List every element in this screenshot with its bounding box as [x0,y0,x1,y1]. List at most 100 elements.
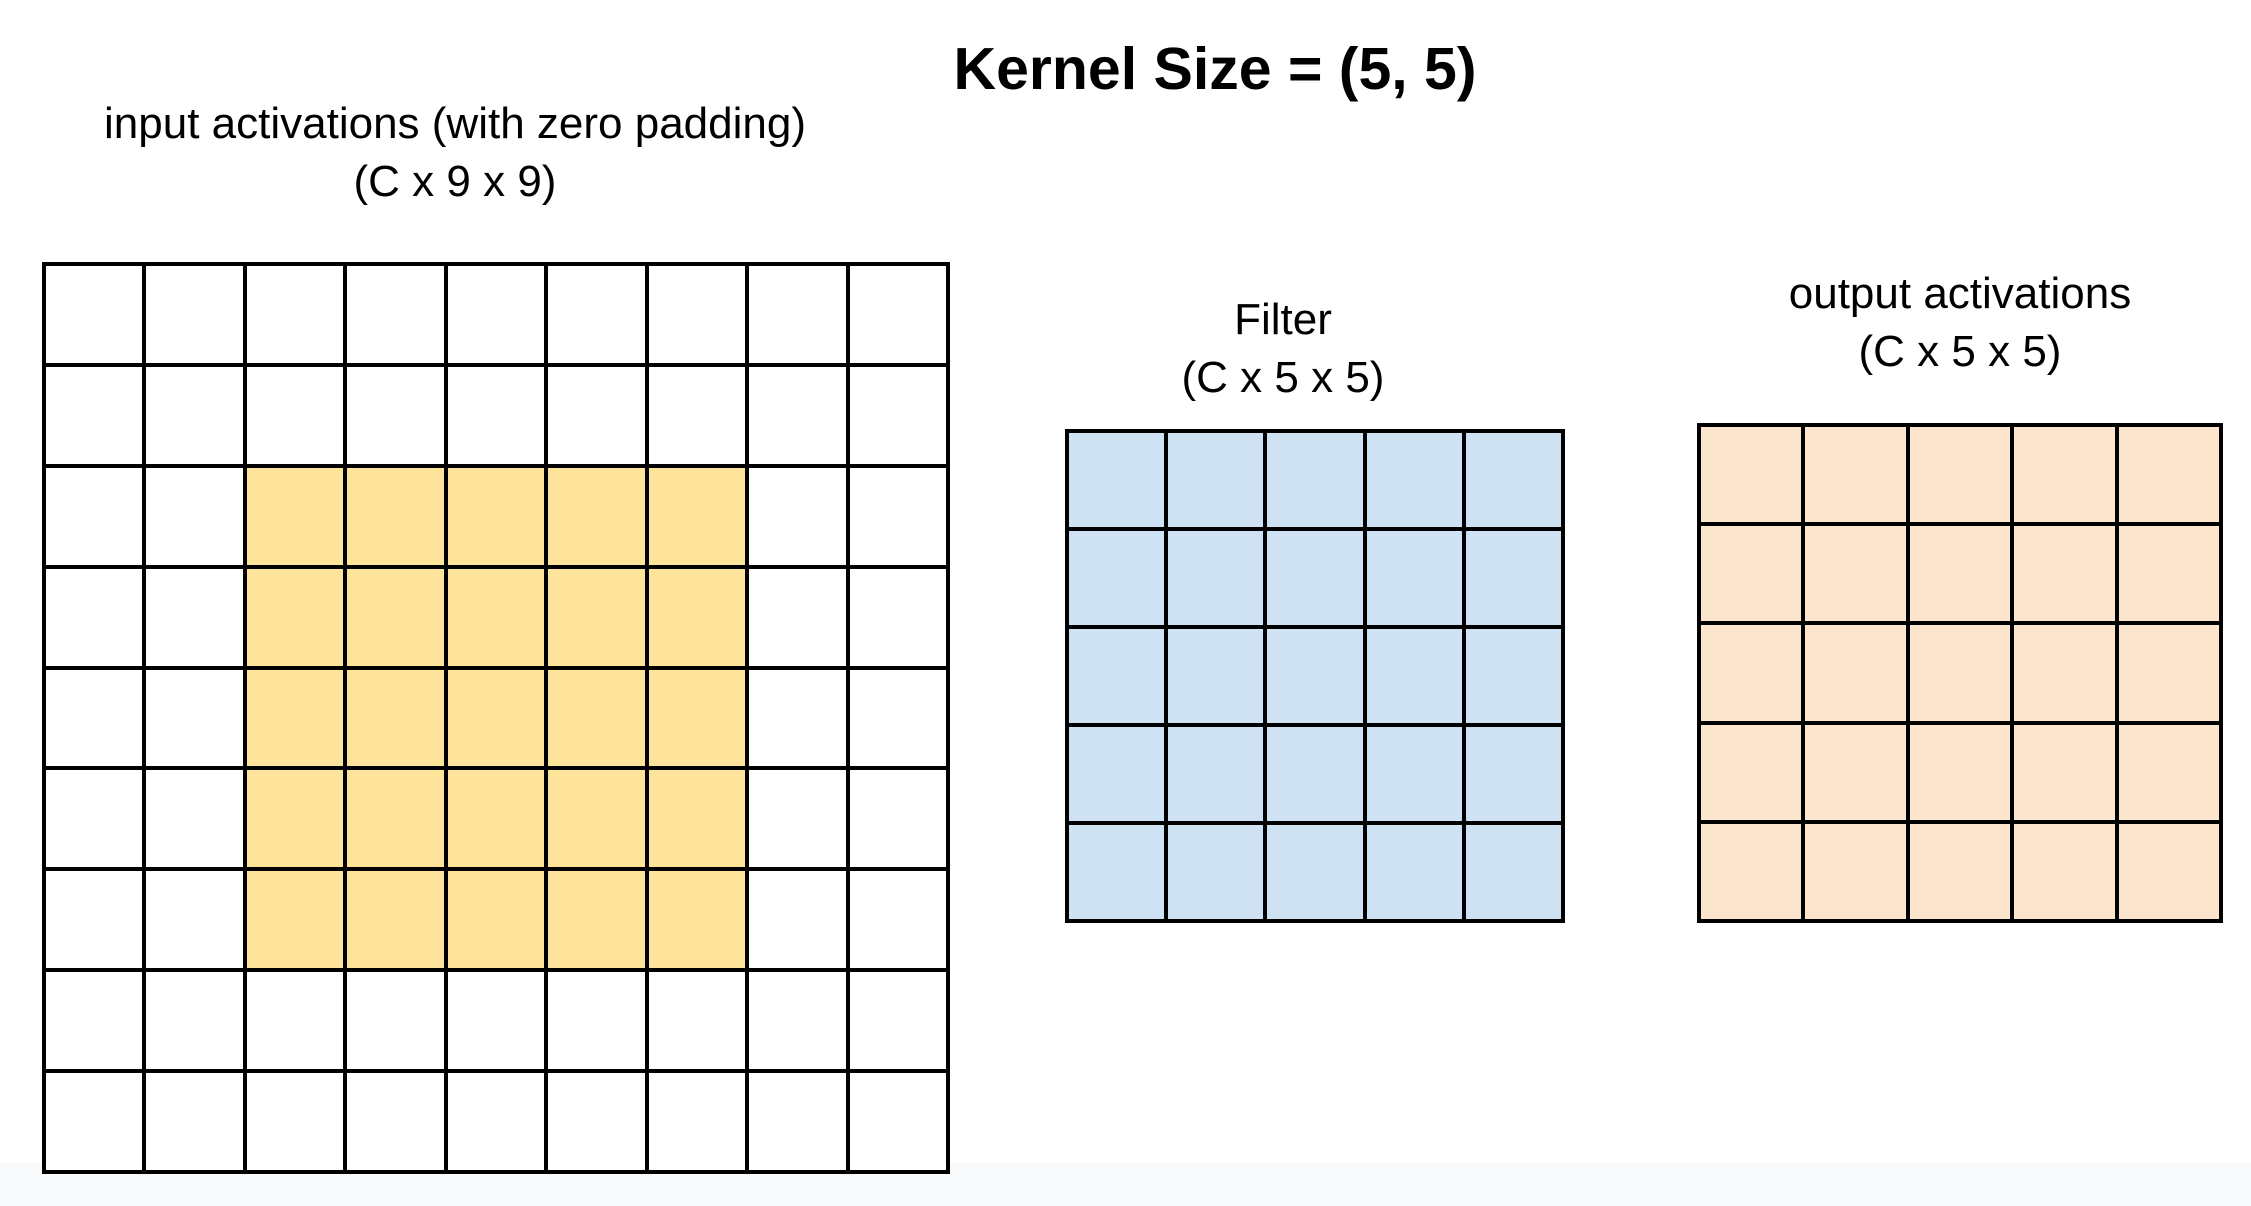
output-cell [1699,425,1804,525]
filter-cell [1364,431,1464,529]
filter-cell [1067,529,1167,627]
input-padding-cell [747,1071,848,1172]
output-cell [2116,722,2221,822]
input-padding-cell [144,264,245,365]
output-cell [2116,821,2221,921]
input-padding-cell [646,364,748,466]
input-data-cell [646,566,748,668]
output-activations-shape: (C x 5 x 5) [1858,327,2062,376]
output-cell [1907,623,2013,723]
input-padding-cell [445,1071,547,1172]
input-padding-cell [445,970,547,1072]
input-padding-cell [345,364,446,466]
input-padding-cell [546,970,647,1072]
output-cell [2012,821,2117,921]
output-cell [1907,722,2013,822]
input-data-cell [445,869,547,971]
input-padding-cell [747,768,848,870]
output-cell [1699,623,1804,723]
input-data-cell [546,465,647,567]
filter-cell [1265,431,1365,529]
input-data-cell [244,465,346,567]
input-padding-cell [44,869,145,971]
input-data-cell [546,869,647,971]
input-padding-cell [847,465,948,567]
input-data-cell [646,667,748,769]
output-activations-label: output activations [1788,269,2132,318]
input-padding-cell [44,970,145,1072]
input-padding-cell [847,869,948,971]
filter-cell [1067,431,1167,529]
output-cell [2012,524,2117,624]
input-data-cell [546,566,647,668]
input-padding-cell [747,869,848,971]
input-padding-cell [144,869,245,971]
filter-cell [1166,725,1266,823]
output-cell [1803,425,1908,525]
output-cell [1803,623,1908,723]
input-padding-cell [244,1071,346,1172]
input-padding-cell [144,465,245,567]
input-padding-cell [747,364,848,466]
filter-cell [1265,627,1365,725]
input-padding-cell [747,465,848,567]
input-data-cell [345,566,446,668]
input-padding-cell [747,566,848,668]
input-padding-cell [345,1071,446,1172]
filter-cell [1463,823,1563,921]
input-data-cell [445,465,547,567]
input-data-cell [244,566,346,668]
filter-cell [1265,529,1365,627]
output-cell [2116,425,2221,525]
filter-cell [1463,725,1563,823]
filter-cell [1364,627,1464,725]
input-padding-cell [44,1071,145,1172]
output-activations-grid [1697,423,2223,923]
filter-cell [1067,725,1167,823]
filter-cell [1067,823,1167,921]
input-padding-cell [244,364,346,466]
output-cell [2012,623,2117,723]
diagram-title: Kernel Size = (5, 5) [953,36,1477,102]
filter-cell [1166,823,1266,921]
input-padding-cell [144,768,245,870]
filter-cell [1265,725,1365,823]
input-padding-cell [345,970,446,1072]
input-padding-cell [546,264,647,365]
output-cell [1699,722,1804,822]
input-padding-cell [847,768,948,870]
input-data-cell [546,768,647,870]
filter-grid [1065,429,1565,923]
input-data-cell [345,869,446,971]
filter-cell [1364,823,1464,921]
input-padding-cell [144,970,245,1072]
input-activations-shape: (C x 9 x 9) [353,157,557,206]
filter-cell [1067,627,1167,725]
input-padding-cell [244,970,346,1072]
filter-cell [1166,431,1266,529]
input-padding-cell [44,566,145,668]
input-data-cell [244,768,346,870]
input-padding-cell [144,566,245,668]
output-cell [2116,524,2221,624]
input-padding-cell [646,970,748,1072]
output-cell [2116,623,2221,723]
input-padding-cell [44,768,145,870]
input-data-cell [244,869,346,971]
output-cell [1803,524,1908,624]
filter-cell [1463,529,1563,627]
input-padding-cell [345,264,446,365]
output-cell [1803,722,1908,822]
input-padding-cell [847,970,948,1072]
input-padding-cell [747,667,848,769]
input-padding-cell [747,264,848,365]
input-activations-grid [42,262,950,1174]
filter-cell [1166,529,1266,627]
input-data-cell [445,667,547,769]
output-cell [2012,425,2117,525]
input-padding-cell [445,264,547,365]
input-data-cell [646,869,748,971]
output-cell [1803,821,1908,921]
input-data-cell [345,768,446,870]
